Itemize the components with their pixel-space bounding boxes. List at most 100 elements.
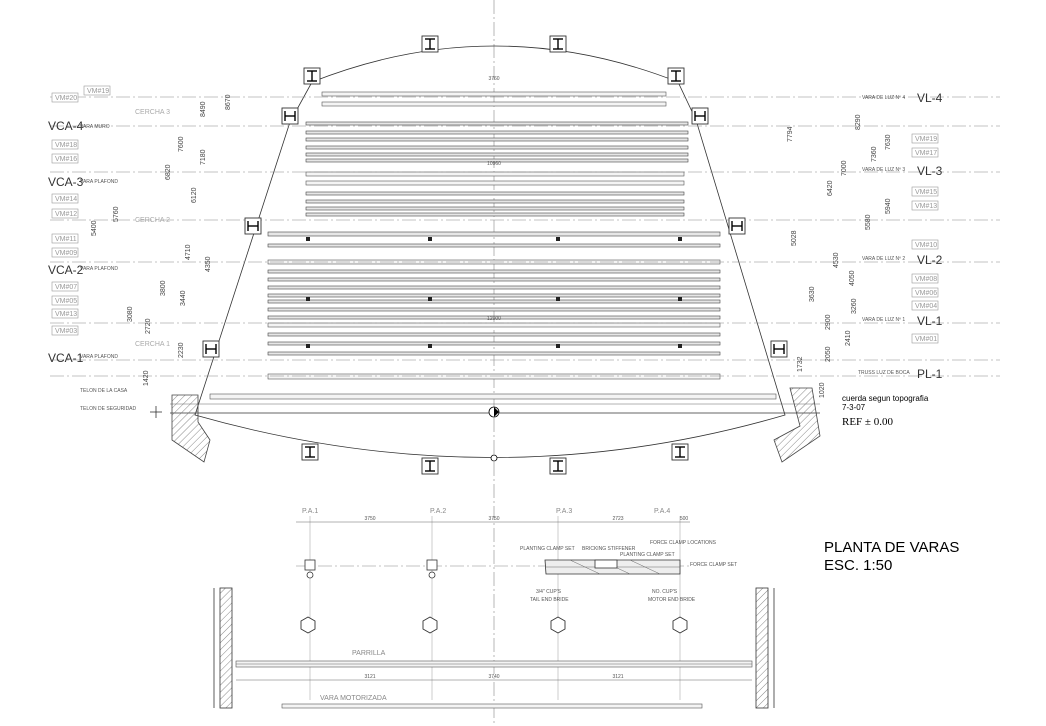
grid-note: TAIL END BRIDE [530,597,569,603]
clamp-note: FORCE CLAMP SET [690,562,737,568]
title-line: PLANTA DE VARAS [824,539,959,556]
dim-label: 3750 [488,516,499,522]
parrilla-grid: PARRILLA [235,650,753,668]
vm-tag: VM#10 [915,242,937,249]
date-note: 7-3-07 [842,403,866,412]
dim-label: 8670 [225,94,232,110]
dim-label: 3121 [612,674,623,680]
plan-view: 3760 10960 12900 VCA-4 VARA MURO VCA-3 V… [48,35,1000,475]
telon-label: TELON DE LA CASA [80,388,128,394]
dim-label: 7360 [871,146,878,162]
dim-label: 3800 [160,280,167,296]
dim-label: 8290 [855,114,862,130]
dim-label: 2410 [845,330,852,346]
dim-label: 2900 [825,314,832,330]
dim-label: 5760 [113,206,120,222]
dim-label: 4350 [205,256,212,272]
dim-label: 1020 [819,382,826,398]
cercha-label: CERCHA 2 [135,217,170,224]
right-batten-code: VL-3 [917,164,943,178]
dim-label: 2723 [612,516,623,522]
dim-label: 6420 [827,180,834,196]
left-batten-sub: VARA MURO [80,124,110,130]
left-batten-sub: VARA PLAFOND [80,354,118,360]
motorized-batten [281,703,703,709]
section-view: P.A.1 P.A.2 P.A.3 P.A.4 3750 3750 2723 5… [213,508,775,709]
left-batten-code: VCA-2 [48,263,84,277]
grid-note: MOTOR END BRIDE [648,597,696,603]
grid-note: NO. CUP'S [652,589,678,595]
vm-tag: VM#12 [55,211,77,218]
scale-line: ESC. 1:50 [824,557,892,574]
clamp-note: PLANTING CLAMP SET [620,552,675,558]
width-label: 10960 [487,161,501,167]
clamp-note: PLANTING CLAMP SET [520,546,575,552]
vm-tag: VM#19 [87,88,109,95]
dim-label: 3080 [127,306,134,322]
vm-tag: VM#08 [915,276,937,283]
vara-motorizada-label: VARA MOTORIZADA [320,695,387,702]
telon-label: TELON DE SEGURIDAD [80,406,137,412]
pick-points [306,237,682,348]
reference-lines [50,96,1000,377]
vm-tag: VM#11 [55,236,77,243]
left-batten-sub: VARA PLAFOND [80,179,118,185]
left-batten-code: VCA-1 [48,351,84,365]
left-batten-code: VCA-3 [48,175,84,189]
left-vm-tags: VM#20 VM#19 VM#18 VM#16 VM#14 VM#12 VM#1… [51,85,111,336]
dim-label: 3750 [364,516,375,522]
width-label: 3760 [488,76,499,82]
dim-label: 500 [680,516,689,522]
pa-label: P.A.2 [430,508,446,515]
right-proscenium-wall [773,387,821,463]
dim-label: 7630 [885,134,892,150]
parrilla-label: PARRILLA [352,650,386,657]
dim-label: 7600 [178,136,185,152]
vm-tag: VM#07 [55,284,77,291]
right-batten-sub: VARA DE LUZ Nº 2 [862,256,905,262]
left-batten-code: VCA-4 [48,119,84,133]
right-batten-sub: VARA DE LUZ Nº 4 [862,95,905,101]
left-dimensions: 8490 8670 7600 7180 6820 6120 5760 5400 … [91,94,232,386]
cercha-label: CERCHA 1 [135,341,170,348]
dim-label: 2050 [825,346,832,362]
dim-label: 5940 [885,198,892,214]
dim-label: 6820 [165,164,172,180]
cuerda-note: cuerda segun topografia [842,394,929,403]
side-walls [213,587,775,709]
battens [209,91,777,400]
motor-truss-detail: PLANTING CLAMP SET BRICKING STIFFENER PL… [520,540,737,603]
dim-label: 7000 [841,160,848,176]
stage-outline [194,45,786,458]
dim-label: 4050 [849,270,856,286]
cercha-label: CERCHA 3 [135,109,170,116]
left-proscenium-wall [171,394,211,463]
right-vm-tags: VM#19 VM#17 VM#15 VM#13 VM#10 VM#08 VM#0… [911,133,939,344]
vm-tag: VM#13 [915,203,937,210]
right-batten-code: VL-4 [917,91,943,105]
vm-tag: VM#01 [915,336,937,343]
dim-label: 4710 [185,244,192,260]
vm-tag: VM#14 [55,196,77,203]
dim-label: 3630 [809,286,816,302]
vm-tag: VM#09 [55,250,77,257]
dim-label: 7794 [787,126,794,142]
dim-label: 4530 [833,252,840,268]
drawing-title: PLANTA DE VARAS ESC. 1:50 [824,539,959,574]
vm-tag: VM#06 [915,290,937,297]
right-batten-labels: VARA DE LUZ Nº 4 VL-4 VARA DE LUZ Nº 3 V… [858,91,943,381]
right-dimensions: 7794 8290 7630 7360 7000 6420 5940 5580 … [787,114,892,398]
dim-label: 5028 [791,230,798,246]
dim-label: 7180 [200,149,207,165]
vm-tag: VM#04 [915,303,937,310]
dim-label: 2230 [178,342,185,358]
vm-tag: VM#03 [55,328,77,335]
dim-label: 6120 [191,187,198,203]
width-label: 12900 [487,316,501,322]
right-batten-sub: TRUSS LUZ DE BOCA [858,370,910,376]
dim-label: 3121 [364,674,375,680]
vm-tag: VM#18 [55,142,77,149]
right-batten-sub: VARA DE LUZ Nº 3 [862,167,905,173]
pa-label: P.A.3 [556,508,572,515]
